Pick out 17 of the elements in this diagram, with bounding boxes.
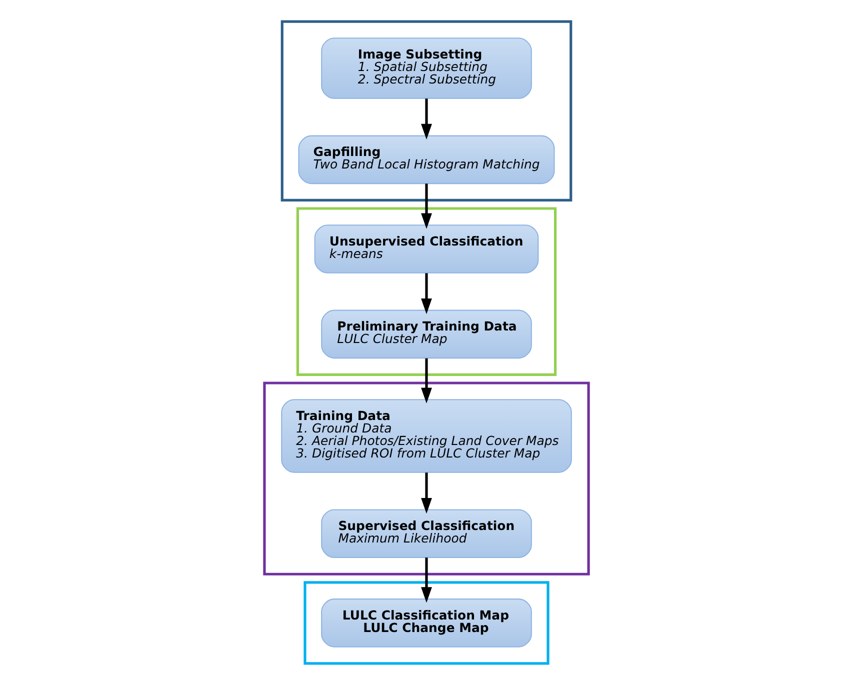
cluster xyxy=(296,206,557,376)
node-box: LULC Classification Map LULC Change Map xyxy=(321,598,532,647)
node-box: Preliminary Training Data LULC Cluster Map xyxy=(321,309,532,358)
cluster xyxy=(280,20,572,201)
cluster xyxy=(263,381,590,575)
arrow xyxy=(421,358,432,403)
node-box: Image Subsetting 1. Spatial Subsetting 2. Spectral Subsetting xyxy=(321,37,532,98)
arrow xyxy=(421,472,432,514)
node-box: Gapfilling Two Band Local Histogram Matching xyxy=(298,134,555,184)
node-box: Supervised Classification Maximum Likelihood xyxy=(321,508,532,558)
node-box: Unsupervised Classification k-means xyxy=(314,224,539,273)
arrow xyxy=(421,183,432,228)
arrow xyxy=(421,557,432,602)
cluster xyxy=(304,580,550,664)
node-box: Training Data 1. Ground Data 2. Aerial Photos/Existing Land Cover Maps 3. Digitised ROI from LULC Cluster Map xyxy=(281,398,572,472)
arrow xyxy=(421,98,432,139)
arrow xyxy=(421,272,432,314)
